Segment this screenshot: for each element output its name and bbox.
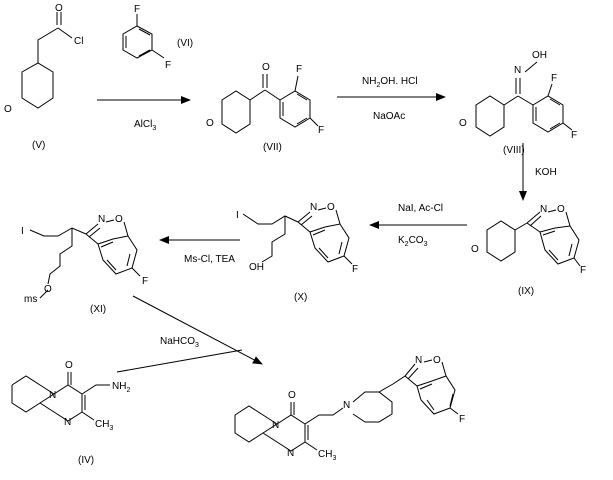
compound-label-iv: (IV)	[78, 455, 94, 466]
step-4-arrow: NaI, Ac-Cl K2CO3	[369, 203, 467, 248]
product-methyl: CH3	[318, 449, 336, 462]
step-6-arrows: NaHCO3	[116, 295, 263, 373]
step-2-arrow: NH2OH. HCl NaOAc	[337, 76, 446, 122]
reagent-alcl3: AlCl3	[134, 119, 156, 132]
vi-fluorine-1: F	[134, 4, 140, 15]
reagent-mscl-tea: Ms-Cl, TEA	[184, 254, 235, 265]
product-nitrogen-1: N	[272, 420, 279, 431]
compound-ix: N O O F (IX)	[471, 204, 586, 297]
ix-ring-o: O	[471, 244, 479, 255]
step-5-arrow: Ms-Cl, TEA	[159, 236, 240, 265]
product-iso-n: N	[415, 355, 422, 366]
product-iso-o: O	[433, 355, 441, 366]
step-1-arrow: AlCl3	[97, 96, 191, 132]
reagent-k2co3: K2CO3	[398, 235, 428, 248]
reagent-naoac: NaOAc	[373, 111, 405, 122]
compound-iv: O N N NH2 CH3 (IV)	[11, 360, 130, 466]
x-iodine: I	[236, 210, 239, 221]
iv-nitrogen-1: N	[49, 390, 56, 401]
v-chlorine: Cl	[74, 36, 83, 47]
viii-hydroxyl: OH	[532, 50, 547, 61]
iv-carbonyl-o: O	[65, 360, 73, 371]
iv-amine: NH2	[112, 381, 130, 394]
xi-iodine: I	[21, 226, 24, 237]
product-piperidine-n: N	[343, 400, 350, 411]
compound-vi: F F (VI)	[122, 4, 193, 71]
reagent-hydroxylamine: NH2OH. HCl	[362, 76, 418, 89]
viii-nitrogen: N	[514, 65, 521, 76]
vi-fluorine-2: F	[165, 60, 171, 71]
compound-v: O Cl O (V)	[4, 3, 83, 151]
xi-iso-o: O	[115, 214, 123, 225]
viii-fluorine-1: F	[551, 73, 557, 84]
compound-xi: I N O F O ms (XI)	[21, 214, 148, 315]
compound-x: I N O OH F (X)	[236, 202, 358, 303]
x-fluorine: F	[352, 264, 358, 275]
xi-nitrogen: N	[98, 214, 105, 225]
product-carbonyl-o: O	[288, 390, 296, 401]
x-nitrogen: N	[310, 202, 317, 213]
reagent-nahco3: NaHCO3	[160, 336, 199, 349]
product-nitrogen-2: N	[287, 448, 294, 459]
iv-methyl: CH3	[95, 419, 113, 432]
compound-label-vi: (VI)	[177, 38, 193, 49]
ix-iso-o: O	[557, 204, 565, 215]
viii-fluorine-2: F	[571, 130, 577, 141]
vii-fluorine-1: F	[296, 64, 302, 75]
product-fluorine: F	[459, 414, 465, 425]
step-3-arrow: KOH	[519, 143, 557, 201]
compound-label-x: (X)	[294, 292, 307, 303]
xi-ether-o: O	[44, 284, 52, 295]
ix-nitrogen: N	[540, 204, 547, 215]
x-iso-o: O	[327, 202, 335, 213]
viii-ring-o: O	[459, 118, 467, 129]
vii-ring-o: O	[206, 118, 214, 129]
compound-product: O N N N N O CH3 F	[234, 355, 465, 462]
xi-mesyl: ms	[24, 294, 37, 305]
vii-ketone-o: O	[262, 62, 270, 73]
reagent-koh: KOH	[535, 167, 557, 178]
v-ring-o: O	[4, 104, 12, 115]
x-hydroxyl: OH	[249, 262, 264, 273]
reagent-nai-acetyl-chloride: NaI, Ac-Cl	[398, 203, 443, 214]
vii-fluorine-2: F	[318, 125, 324, 136]
compound-label-xi: (XI)	[90, 304, 106, 315]
compound-label-vii: (VII)	[263, 142, 282, 153]
compound-label-v: (V)	[32, 140, 45, 151]
ix-fluorine: F	[580, 265, 586, 276]
xi-fluorine: F	[142, 276, 148, 287]
compound-label-ix: (IX)	[518, 286, 534, 297]
v-ketone-o: O	[55, 3, 63, 14]
iv-nitrogen-2: N	[64, 417, 71, 428]
compound-label-viii: (VIII)	[503, 145, 525, 156]
compound-vii: O O F F (VII)	[206, 62, 324, 153]
compound-viii: N OH O F F (VIII)	[459, 50, 577, 156]
